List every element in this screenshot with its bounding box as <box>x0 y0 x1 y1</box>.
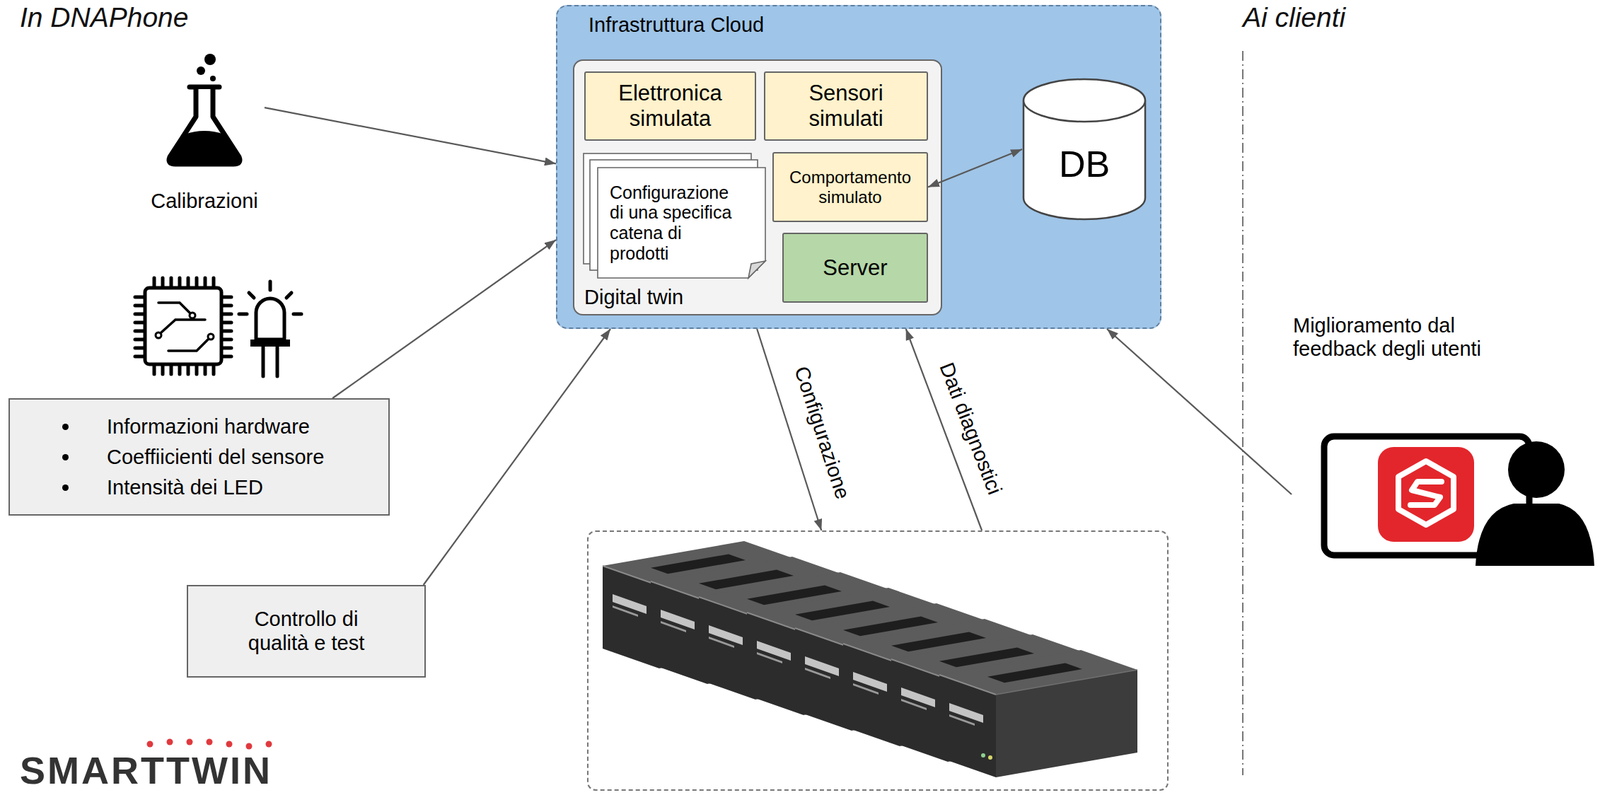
node-label: DB <box>1058 143 1110 187</box>
section-heading: In DNAPhone <box>19 2 189 34</box>
list-text: Informazioni hardware <box>106 411 310 443</box>
list-item: Intensità dei LED <box>106 472 264 503</box>
region-title: Digital twin <box>584 285 684 310</box>
node-label: Calibrazioni <box>150 189 259 213</box>
node-label: Configurazione di una specifica catena d… <box>609 182 741 264</box>
bullet-dot <box>62 484 69 491</box>
logo-dots <box>147 739 273 750</box>
bullet-dot <box>62 454 69 461</box>
digital-twin-box: Digital twin Elettronica simulata Sensori … <box>572 59 943 316</box>
cylinder-top <box>1023 79 1146 122</box>
edge-label: Configurazione <box>788 361 856 505</box>
list-text: Coeffiicienti del sensore <box>106 442 324 473</box>
text-holder: Infrastruttura Cloud <box>588 13 764 37</box>
process-box: Sensori simulati <box>763 71 929 141</box>
node-label: Sensori simulati <box>770 80 921 131</box>
process-box: Comportamento simulato <box>772 152 929 223</box>
logo-text: SMARTTWIN <box>19 749 273 792</box>
device-illustration <box>602 541 1138 778</box>
label-holder: Ai clienti <box>1242 2 1346 34</box>
edge-label: Dati diagnostici <box>933 357 1008 500</box>
bullet-dot <box>62 423 69 431</box>
page-sheet <box>597 167 766 278</box>
database-cylinder: DB <box>1022 77 1147 221</box>
calibration-node: Calibrazioni <box>144 50 265 213</box>
device-group <box>587 530 1169 791</box>
node-label: Elettronica simulata <box>591 80 750 131</box>
connector-arrow <box>928 149 1023 188</box>
server-box: Server <box>782 232 929 303</box>
callout-text: Miglioramento dal feedback degli utenti <box>1293 314 1506 362</box>
label-holder: SMARTTWIN <box>19 749 273 792</box>
section-heading: Ai clienti <box>1242 2 1346 34</box>
document-stack: Configurazione di una specifica catena d… <box>596 166 767 279</box>
connector-arrow <box>264 107 556 164</box>
node-label: Comportamento simulato <box>778 167 923 207</box>
led-icon <box>239 281 302 377</box>
connector-arrow <box>906 328 982 531</box>
list-item: Informazioni hardware <box>106 411 310 443</box>
list-text: Intensità dei LED <box>106 472 264 503</box>
connector-arrow <box>423 328 611 585</box>
label-holder: In DNAPhone <box>19 2 189 34</box>
cloud-region: Infrastruttura CloudDigital twin Elettron… <box>555 4 1162 329</box>
hardware-info-box: Informazioni hardwareCoeffiicienti del s… <box>8 398 390 516</box>
user-silhouette <box>1475 441 1595 566</box>
quality-box: Controllo di qualità e test <box>186 584 426 678</box>
page-fold <box>748 261 766 278</box>
connector-arrow <box>1106 328 1292 495</box>
flask-icon <box>169 53 240 165</box>
text-holder: Digital twin <box>584 285 684 310</box>
text-holder: Miglioramento dal feedback degli utenti <box>1293 314 1506 362</box>
chip-icon <box>135 277 232 375</box>
process-box: Elettronica simulata <box>584 71 757 141</box>
connector-arrow <box>756 328 822 531</box>
user-feedback-node: Miglioramento dal feedback degli utenti <box>1291 311 1596 573</box>
node-label: Controllo di qualità e test <box>234 607 378 655</box>
separator-line <box>1242 50 1244 776</box>
node-label: Server <box>822 255 888 281</box>
list-item: Coeffiicienti del sensore <box>106 442 324 473</box>
connector-arrow <box>332 239 556 399</box>
region-title: Infrastruttura Cloud <box>588 13 764 37</box>
